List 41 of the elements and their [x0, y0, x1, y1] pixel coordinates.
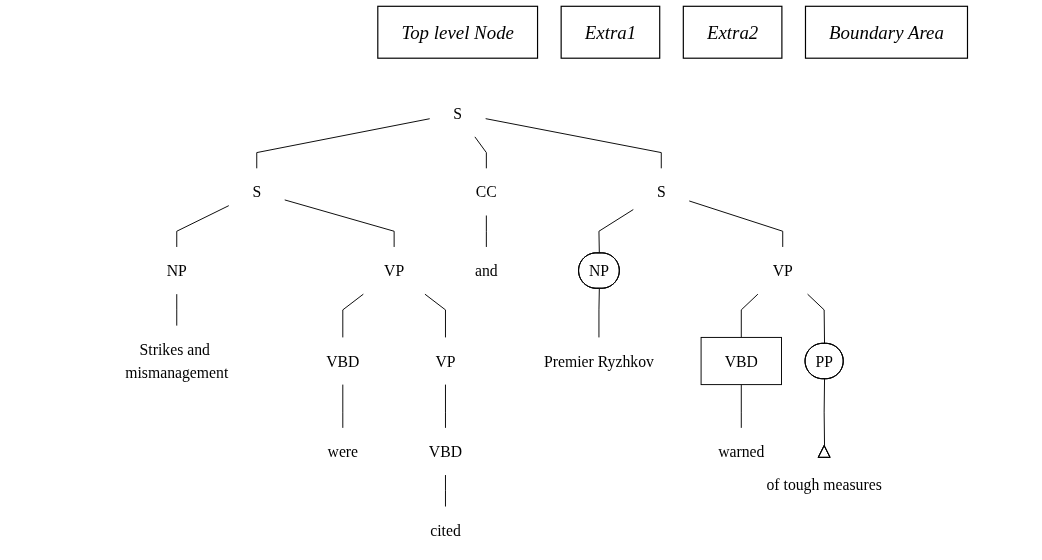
node-box: Extra2	[682, 5, 783, 59]
node-box: Boundary Area	[804, 5, 969, 59]
connector	[284, 199, 395, 248]
connector	[445, 384, 446, 429]
connector	[598, 288, 600, 338]
connector	[740, 384, 742, 429]
connector	[474, 136, 487, 169]
node-text: Strikes and mismanagement	[125, 340, 229, 382]
node-box: Extra1	[560, 5, 661, 59]
node-text: warned	[718, 442, 765, 461]
node-box: Top level Node	[377, 5, 539, 59]
connector	[740, 293, 759, 338]
node-text: CC	[475, 183, 497, 201]
node-text: cited	[430, 521, 461, 539]
node-text: S	[252, 183, 262, 201]
connector	[598, 209, 634, 254]
node-text: S	[453, 104, 463, 122]
node-label: of tough measures	[766, 475, 882, 493]
node-text: VBD	[326, 352, 360, 370]
connector	[688, 200, 784, 248]
connector	[424, 293, 446, 338]
node-box: VBD	[700, 336, 782, 386]
connector	[823, 378, 825, 447]
node-text: VP	[772, 261, 793, 280]
node-text: S	[656, 183, 666, 201]
node-text: Premier Ryzhkov	[543, 352, 654, 370]
node-text: VBD	[428, 442, 463, 461]
node-text: VP	[384, 261, 405, 280]
connector	[807, 293, 825, 345]
connector	[485, 118, 662, 169]
connector	[176, 293, 178, 327]
node-text: were	[327, 442, 359, 461]
connector	[342, 384, 344, 429]
connector	[445, 474, 446, 507]
connector	[256, 118, 431, 169]
connector	[342, 293, 364, 338]
node-text: VP	[435, 352, 456, 370]
connector	[485, 215, 487, 248]
node-text: and	[474, 261, 498, 280]
connector	[176, 205, 230, 248]
node-text: NP	[166, 261, 187, 280]
